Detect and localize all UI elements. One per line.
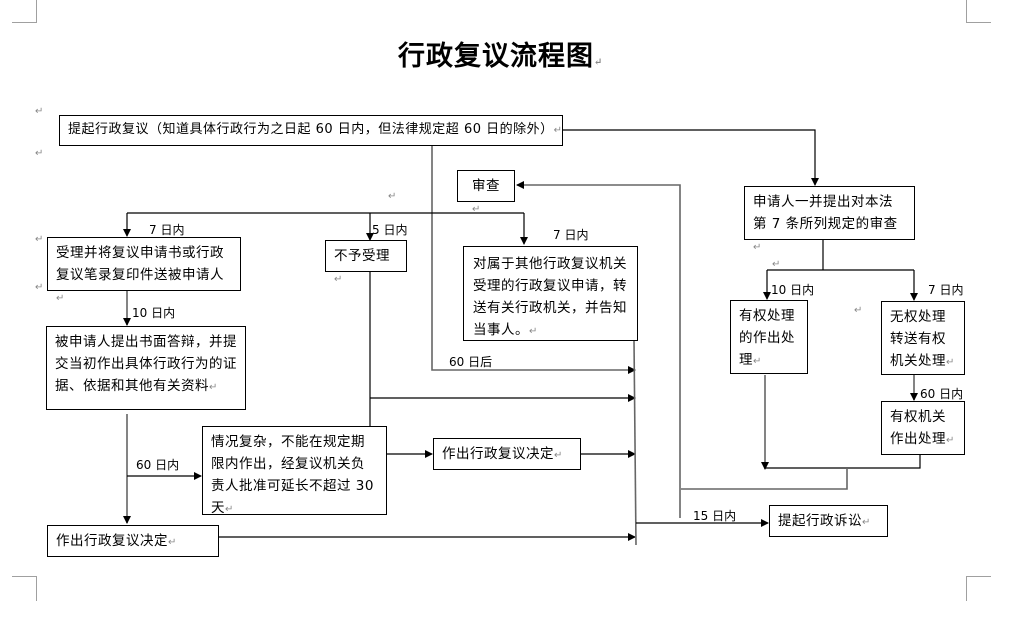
node-authorized-handle: 有权处理的作出处理↵ bbox=[730, 300, 808, 374]
title-text: 行政复议流程图 bbox=[398, 41, 594, 72]
node-unauthorized-transfer: 无权处理转送有权机关处理↵ bbox=[881, 301, 965, 375]
node-reject-text: 不予受理 bbox=[334, 248, 390, 264]
label-lawsuit-days: 15 日内 bbox=[693, 509, 737, 523]
node-accept: 受理并将复议申请书或行政复议笔录复印件送被申请人 ↵ bbox=[47, 237, 241, 304]
paragraph-mark: ↵ bbox=[388, 191, 397, 202]
paragraph-mark: ↵ bbox=[753, 242, 762, 253]
paragraph-mark: ↵ bbox=[225, 504, 234, 515]
connector-merge-to-left bbox=[681, 468, 848, 490]
node-applicant-review: 申请人一并提出对本法第 7 条所列规定的审查 ↵ bbox=[744, 186, 915, 253]
paragraph-mark: ↵ bbox=[168, 537, 177, 548]
node-start-text: 提起行政复议（知道具体行政行为之日起 60 日内，但法律规定超 60 日的除外） bbox=[68, 122, 554, 137]
paragraph-mark: ↵ bbox=[56, 293, 65, 304]
page-title: 行政复议流程图↵ bbox=[398, 34, 603, 73]
crop-mark-top-right bbox=[966, 0, 991, 23]
paragraph-mark: ↵ bbox=[553, 125, 563, 136]
node-respondent-reply-text: 被申请人提出书面答辩，并提交当初作出具体行政行为的证据、依据和其他有关资料 bbox=[55, 334, 237, 394]
paragraph-mark: ↵ bbox=[35, 282, 44, 293]
crop-mark-top-left bbox=[12, 0, 37, 23]
node-unauthorized-transfer-text: 无权处理转送有权机关处理 bbox=[890, 309, 946, 369]
label-authorized-days: 10 日内 bbox=[771, 283, 815, 297]
crop-mark-bottom-left bbox=[12, 576, 37, 601]
crop-mark-bottom-right bbox=[966, 576, 991, 601]
paragraph-mark: ↵ bbox=[529, 326, 538, 337]
connector-return-to-review bbox=[516, 181, 681, 518]
node-decision: 作出行政复议决定↵ bbox=[47, 525, 219, 557]
paragraph-mark: ↵ bbox=[594, 57, 604, 68]
node-complex-case: 情况复杂，不能在规定期限内作出，经复议机关负责人批准可延长不超过 30天↵ bbox=[202, 426, 387, 516]
node-start: 提起行政复议（知道具体行政行为之日起 60 日内，但法律规定超 60 日的除外）… bbox=[59, 115, 563, 146]
node-decision-extended: 作出行政复议决定↵ bbox=[433, 438, 581, 470]
label-decision-days: 60 日内 bbox=[136, 458, 180, 472]
node-lawsuit: 提起行政诉讼↵ bbox=[769, 505, 888, 537]
node-review-text: 审查 bbox=[472, 178, 500, 194]
label-after-days: 60 日后 bbox=[449, 355, 493, 369]
connector-transfer-down bbox=[633, 339, 637, 546]
paragraph-mark: ↵ bbox=[554, 450, 563, 461]
paragraph-mark: ↵ bbox=[334, 274, 343, 285]
node-applicant-review-text: 申请人一并提出对本法第 7 条所列规定的审查 bbox=[753, 194, 898, 232]
label-unauthorized-days: 7 日内 bbox=[928, 283, 964, 297]
node-authorized-handle-text: 有权处理的作出处理 bbox=[739, 308, 795, 368]
connector-start-to-after-60 bbox=[431, 145, 636, 374]
paragraph-mark: ↵ bbox=[772, 259, 781, 270]
paragraph-mark: ↵ bbox=[946, 357, 955, 368]
node-transfer: 对属于其他行政复议机关受理的行政复议申请，转送有关行政机关，并告知当事人。↵ bbox=[463, 246, 638, 341]
label-agency-days: 60 日内 bbox=[920, 387, 964, 401]
paragraph-mark: ↵ bbox=[35, 148, 44, 159]
paragraph-mark: ↵ bbox=[753, 356, 762, 367]
label-transfer-days: 7 日内 bbox=[553, 228, 589, 242]
paragraph-mark: ↵ bbox=[862, 517, 871, 528]
label-reject-days: 5 日内 bbox=[372, 223, 408, 237]
node-decision-extended-text: 作出行政复议决定 bbox=[442, 446, 554, 462]
label-accept-days: 7 日内 bbox=[149, 223, 185, 237]
node-authorized-agency-handle-text: 有权机关作出处理 bbox=[890, 409, 946, 447]
node-reject: 不予受理 ↵ bbox=[325, 240, 407, 285]
paragraph-mark: ↵ bbox=[35, 106, 44, 117]
node-complex-case-text: 情况复杂，不能在规定期限内作出，经复议机关负责人批准可延长不超过 30天 bbox=[211, 434, 374, 516]
connector-agency-merge bbox=[765, 455, 921, 469]
connector-start-to-applicant-review bbox=[562, 129, 819, 186]
label-reply-days: 10 日内 bbox=[132, 306, 176, 320]
node-transfer-text: 对属于其他行政复议机关受理的行政复议申请，转送有关行政机关，并告知当事人。 bbox=[473, 256, 627, 338]
node-respondent-reply: 被申请人提出书面答辩，并提交当初作出具体行政行为的证据、依据和其他有关资料↵ bbox=[46, 326, 246, 410]
node-accept-text: 受理并将复议申请书或行政复议笔录复印件送被申请人 bbox=[56, 245, 224, 283]
paragraph-mark: ↵ bbox=[472, 204, 481, 215]
node-authorized-agency-handle: 有权机关作出处理↵ bbox=[881, 401, 965, 455]
paragraph-mark: ↵ bbox=[209, 382, 218, 393]
node-lawsuit-text: 提起行政诉讼 bbox=[778, 513, 862, 529]
node-review: 审查 ↵ bbox=[457, 170, 515, 215]
node-decision-text: 作出行政复议决定 bbox=[56, 533, 168, 549]
paragraph-mark: ↵ bbox=[35, 234, 44, 245]
paragraph-mark: ↵ bbox=[946, 435, 955, 446]
paragraph-mark: ↵ bbox=[854, 305, 863, 316]
